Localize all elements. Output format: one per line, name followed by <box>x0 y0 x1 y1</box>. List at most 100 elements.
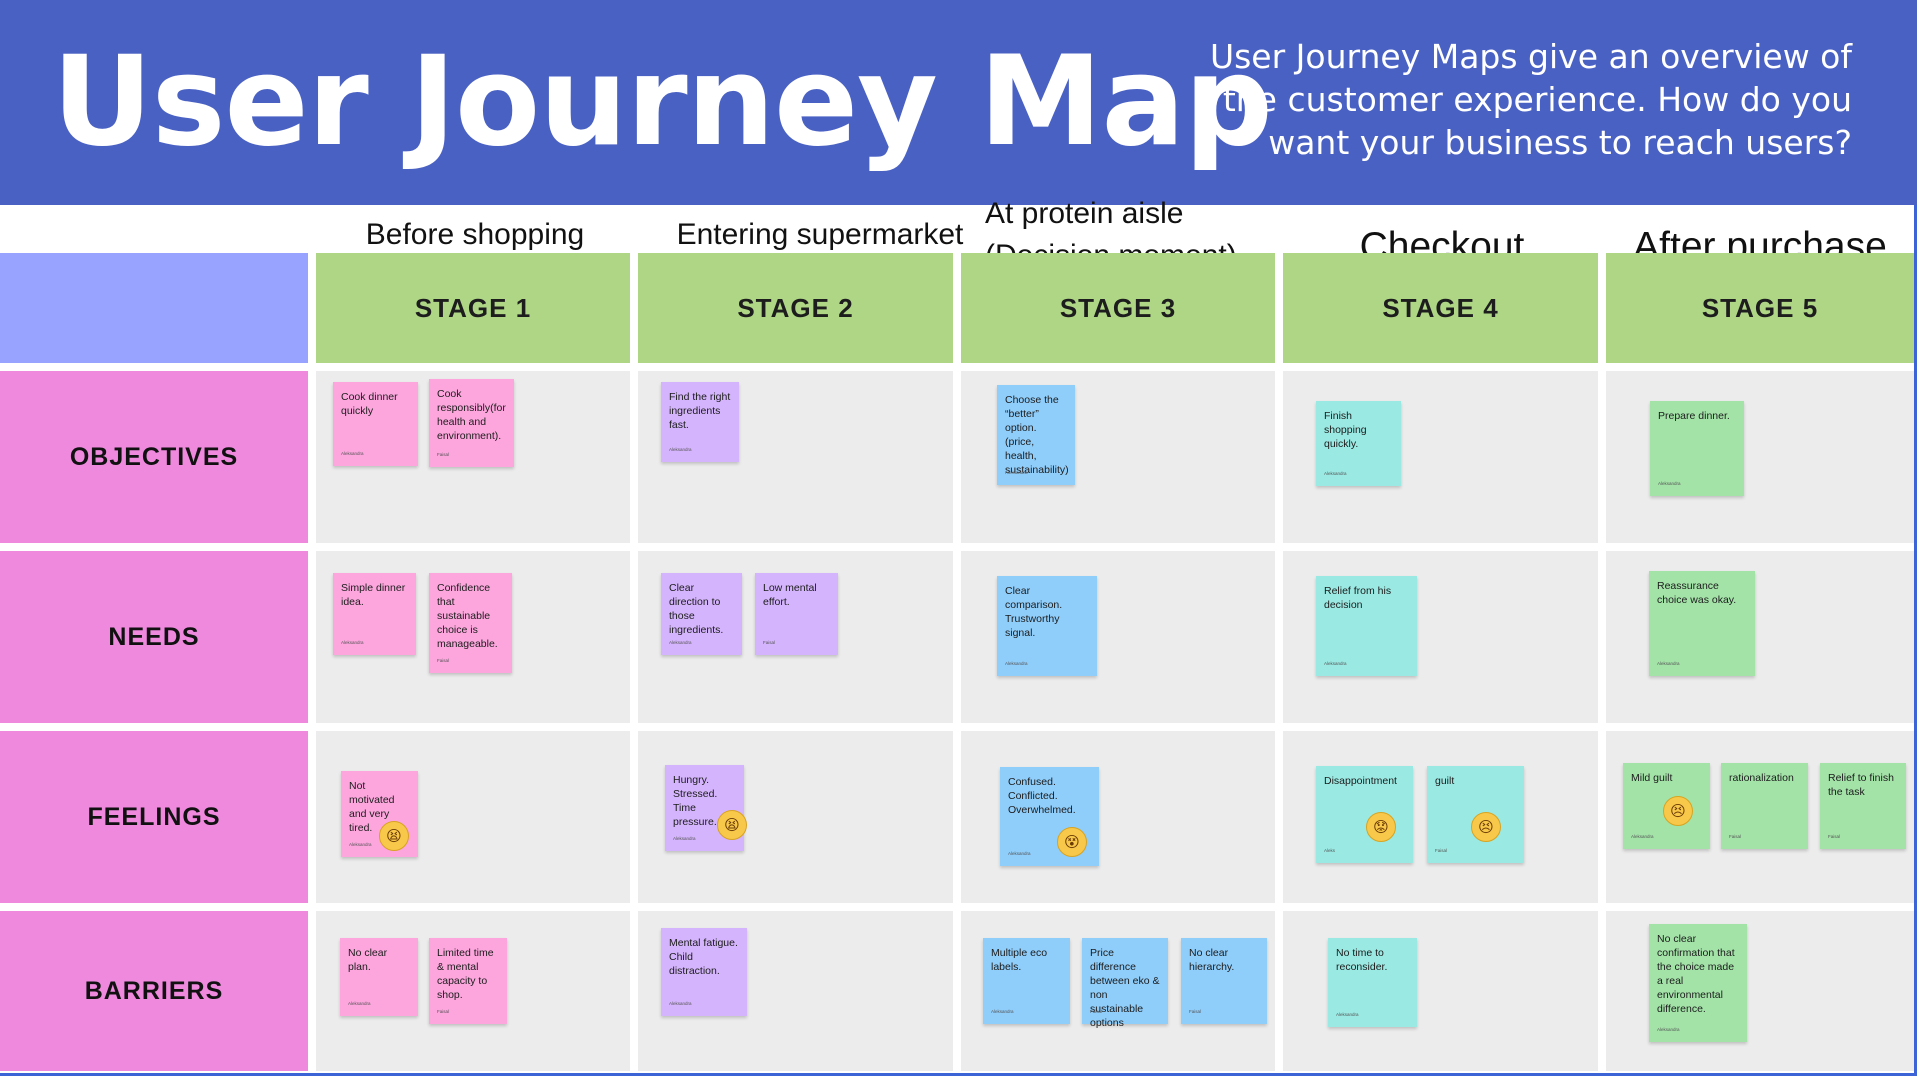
note-author: Aleksandra <box>1008 851 1031 856</box>
sticky-note[interactable]: Find the right ingredients fast. Aleksan… <box>661 382 739 462</box>
sticky-note[interactable]: Prepare dinner. Aleksandra <box>1650 401 1744 496</box>
sticky-note[interactable]: No clear confirmation that the choice ma… <box>1649 924 1747 1042</box>
note-text: Prepare dinner. <box>1658 410 1730 422</box>
stage-caption-text: Entering supermarket <box>676 218 964 251</box>
stage-header-4: STAGE 4 <box>1283 253 1598 363</box>
note-text: Find the right ingredients fast. <box>669 391 731 431</box>
note-author: Faisal <box>437 452 450 457</box>
note-text: Clear direction to those ingredients. <box>669 582 724 636</box>
persevering-face-emoji: 😣 <box>1663 796 1693 826</box>
note-text: Hungry. Stressed. Time pressure. <box>673 774 718 828</box>
sticky-note[interactable]: Confused. Conflicted. Overwhelmed. 😵 Ale… <box>1000 767 1099 866</box>
note-author: Aleksandra <box>349 842 372 847</box>
note-author: Aleksandra <box>1005 661 1028 666</box>
sticky-note[interactable]: Relief to finish the task Faisal <box>1820 763 1906 849</box>
stage-header-2: STAGE 2 <box>638 253 953 363</box>
note-text: No time to reconsider. <box>1336 947 1388 973</box>
dizzy-face-emoji: 😵 <box>1057 827 1087 857</box>
sticky-note[interactable]: Multiple eco labels. Aleksandra <box>983 938 1070 1024</box>
note-text: Cook dinner quickly <box>341 391 398 417</box>
note-text: No clear plan. <box>348 947 388 973</box>
note-text: guilt <box>1435 775 1455 787</box>
sticky-note[interactable]: Price difference between eko & non susta… <box>1082 938 1168 1029</box>
note-author: Faisal <box>1189 1009 1202 1014</box>
stage-header-5: STAGE 5 <box>1606 253 1914 363</box>
note-author: Aleksandra <box>669 640 692 645</box>
note-text: Disappointment <box>1324 775 1397 787</box>
sticky-note[interactable]: Simple dinner idea. Aleksandra <box>333 573 416 655</box>
sticky-note[interactable]: Clear comparison. Trustworthy signal. Al… <box>997 576 1097 676</box>
page-title: User Journey Map <box>52 30 1273 174</box>
stage-caption-text: Before shopping <box>365 218 585 251</box>
note-text: Finish shopping quickly. <box>1324 410 1367 450</box>
sticky-note[interactable]: Limited time & mental capacity to shop. … <box>429 938 507 1024</box>
sticky-note[interactable]: Choose the “better” option. (price, heal… <box>997 385 1075 485</box>
note-author: Aleksandra <box>669 1001 692 1006</box>
sticky-note[interactable]: rationalization Faisal <box>1721 763 1808 849</box>
note-author: Aleksandra <box>991 1009 1014 1014</box>
note-text: Mild guilt <box>1631 772 1673 784</box>
sticky-note[interactable]: Not motivated and very tired. 😫 Aleksand… <box>341 771 418 857</box>
stage-caption-text: At protein aisle <box>985 197 1184 230</box>
note-text: Multiple eco labels. <box>991 947 1048 973</box>
sticky-note[interactable]: Clear direction to those ingredients. Al… <box>661 573 742 655</box>
note-author: Faisal <box>437 1009 450 1014</box>
subtitle-line: want your business to reach users? <box>1268 123 1852 162</box>
sticky-note[interactable]: Low mental effort. Faisal <box>755 573 838 655</box>
note-author: Aleksandra <box>1631 834 1654 839</box>
page-subtitle: User Journey Maps give an overview of th… <box>1152 35 1852 164</box>
note-author: Faisal <box>1729 834 1742 839</box>
stage-header-3: STAGE 3 <box>961 253 1275 363</box>
note-author: Faisal <box>1435 848 1448 853</box>
note-text: Cook responsibly(for health and environm… <box>437 388 506 442</box>
note-text: Clear comparison. Trustworthy signal. <box>1005 585 1063 639</box>
sticky-note[interactable]: Disappointment 😟 Aleks <box>1316 766 1413 863</box>
stage-caption-2: Entering supermarket <box>660 214 980 256</box>
note-text: rationalization <box>1729 772 1794 784</box>
sticky-note[interactable]: Confidence that sustainable choice is ma… <box>429 573 512 673</box>
note-author: Aleksandra <box>1005 470 1028 475</box>
row-label-needs: NEEDS <box>0 551 308 723</box>
sticky-note[interactable]: Relief from his decision Aleksandra <box>1316 576 1417 676</box>
note-text: Not motivated and very tired. <box>349 780 395 834</box>
note-text: Confidence that sustainable choice is ma… <box>437 582 498 650</box>
note-author: Aleksandra <box>341 640 364 645</box>
tired-face-emoji: 😫 <box>379 821 409 851</box>
note-author: Aleksandra <box>1657 661 1680 666</box>
note-author: Aleksandra <box>1657 1027 1680 1032</box>
note-text: Relief from his decision <box>1324 585 1392 611</box>
sticky-note[interactable]: Reassurance choice was okay. Aleksandra <box>1649 571 1755 676</box>
sticky-note[interactable]: No clear hierarchy. Faisal <box>1181 938 1267 1024</box>
subtitle-line: User Journey Maps give an overview of <box>1209 37 1852 76</box>
sticky-note[interactable]: Hungry. Stressed. Time pressure. 😫 Aleks… <box>665 765 747 851</box>
note-author: Aleksandra <box>341 451 364 456</box>
sticky-note[interactable]: No time to reconsider. Aleksandra <box>1328 938 1417 1027</box>
sticky-note[interactable]: Cook responsibly(for health and environm… <box>429 379 514 467</box>
sticky-note[interactable]: Mild guilt 😣 Aleksandra <box>1623 763 1710 849</box>
note-text: Price difference between eko & non susta… <box>1090 947 1160 1029</box>
sticky-note[interactable]: Mental fatigue. Child distraction. Aleks… <box>661 928 747 1016</box>
note-author: Faisal <box>1828 834 1841 839</box>
note-text: Mental fatigue. Child distraction. <box>669 937 738 977</box>
stage-caption-1: Before shopping <box>315 214 635 256</box>
note-text: Reassurance choice was okay. <box>1657 580 1737 606</box>
note-author: Aleksandra <box>673 836 696 841</box>
note-text: No clear confirmation that the choice ma… <box>1657 933 1735 1015</box>
sticky-note[interactable]: Finish shopping quickly. Aleksandra <box>1316 401 1401 486</box>
sticky-note[interactable]: No clear plan. Aleksandra <box>340 938 418 1016</box>
note-author: Aleksandra <box>1324 661 1347 666</box>
note-text: No clear hierarchy. <box>1189 947 1235 973</box>
sticky-note[interactable]: guilt 😣 Faisal <box>1427 766 1524 863</box>
row-label-feelings: FEELINGS <box>0 731 308 903</box>
grid-corner <box>0 253 308 363</box>
row-label-barriers: BARRIERS <box>0 911 308 1071</box>
note-author: Aleksandra <box>1336 1012 1359 1017</box>
tired-face-emoji: 😫 <box>717 810 747 840</box>
sticky-note[interactable]: Cook dinner quickly Aleksandra <box>333 382 418 466</box>
note-author: Faisal <box>763 640 776 645</box>
subtitle-line: the customer experience. How do you <box>1222 80 1852 119</box>
note-text: Low mental effort. <box>763 582 817 608</box>
persevering-face-emoji: 😣 <box>1471 812 1501 842</box>
note-author: Aleksandra <box>669 447 692 452</box>
